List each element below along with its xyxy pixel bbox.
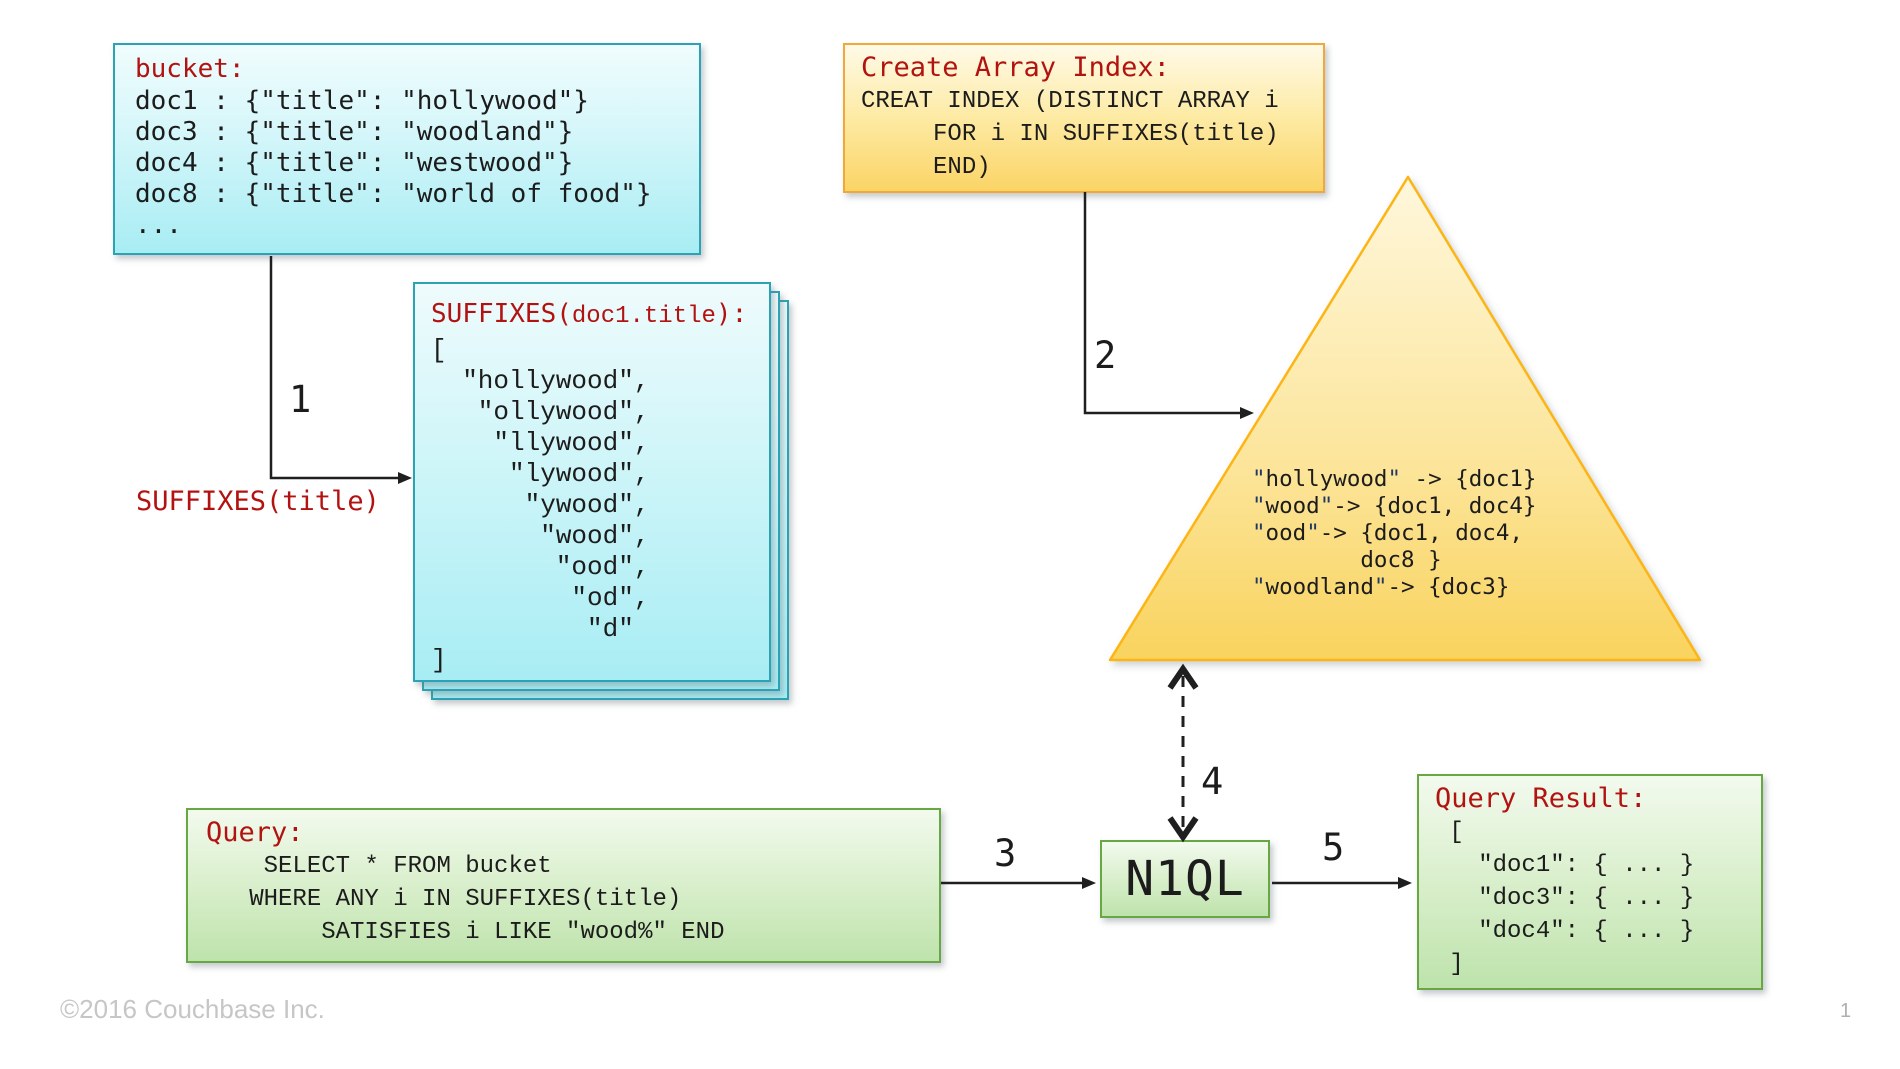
suffixes-code: [ "hollywood", "ollywood", "llywood", "l… xyxy=(431,335,650,675)
step-2-label: 2 xyxy=(1094,334,1117,377)
query-result-code: [ "doc1": { ... } "doc3": { ... } "doc4"… xyxy=(1449,819,1695,978)
triangle-index-code: "hollywood" -> {doc1} "wood"-> {doc1, do… xyxy=(1252,466,1537,600)
create-index-title: Create Array Index: xyxy=(861,52,1170,83)
step-3-label: 3 xyxy=(994,832,1017,875)
suffixes-title-arg: doc1.title xyxy=(571,303,716,330)
n1ql-label: N1QL xyxy=(1125,851,1245,907)
arrow-bucket-to-suffixes xyxy=(269,256,412,484)
bucket-code: doc1 : {"title": "hollywood"} doc3 : {"t… xyxy=(135,86,652,240)
query-code: SELECT * FROM bucket WHERE ANY i IN SUFF… xyxy=(249,853,725,946)
query-title: Query: xyxy=(206,817,304,848)
bucket-title: bucket: xyxy=(135,54,245,84)
suffixes-box: SUFFIXES(doc1.title): [ "hollywood", "ol… xyxy=(413,282,771,682)
suffixes-title: SUFFIXES(doc1.title): xyxy=(431,296,753,335)
step-1-label: 1 xyxy=(289,378,312,421)
query-result-title: Query Result: xyxy=(1435,783,1647,814)
page-number: 1 xyxy=(1840,1000,1852,1022)
arrow-index-to-triangle xyxy=(1083,192,1254,419)
create-array-index-box: Create Array Index: CREAT INDEX (DISTINC… xyxy=(843,43,1325,193)
suffixes-title-fn: SUFFIXES( xyxy=(431,299,572,329)
query-box: Query: SELECT * FROM bucket WHERE ANY i … xyxy=(186,808,941,963)
step-5-label: 5 xyxy=(1322,826,1345,869)
suffixes-function-label: SUFFIXES(title) xyxy=(136,486,380,517)
step-4-label: 4 xyxy=(1201,760,1224,803)
arrow-triangle-n1ql-dashed xyxy=(1167,663,1199,843)
suffixes-title-close: ): xyxy=(715,299,748,329)
bucket-box: bucket: doc1 : {"title": "hollywood"} do… xyxy=(113,43,701,255)
copyright-text: ©2016 Couchbase Inc. xyxy=(60,994,325,1024)
n1ql-box: N1QL xyxy=(1100,840,1270,918)
create-index-code: CREAT INDEX (DISTINCT ARRAY i FOR i IN S… xyxy=(861,88,1279,181)
query-result-box: Query Result: [ "doc1": { ... } "doc3": … xyxy=(1417,774,1763,990)
